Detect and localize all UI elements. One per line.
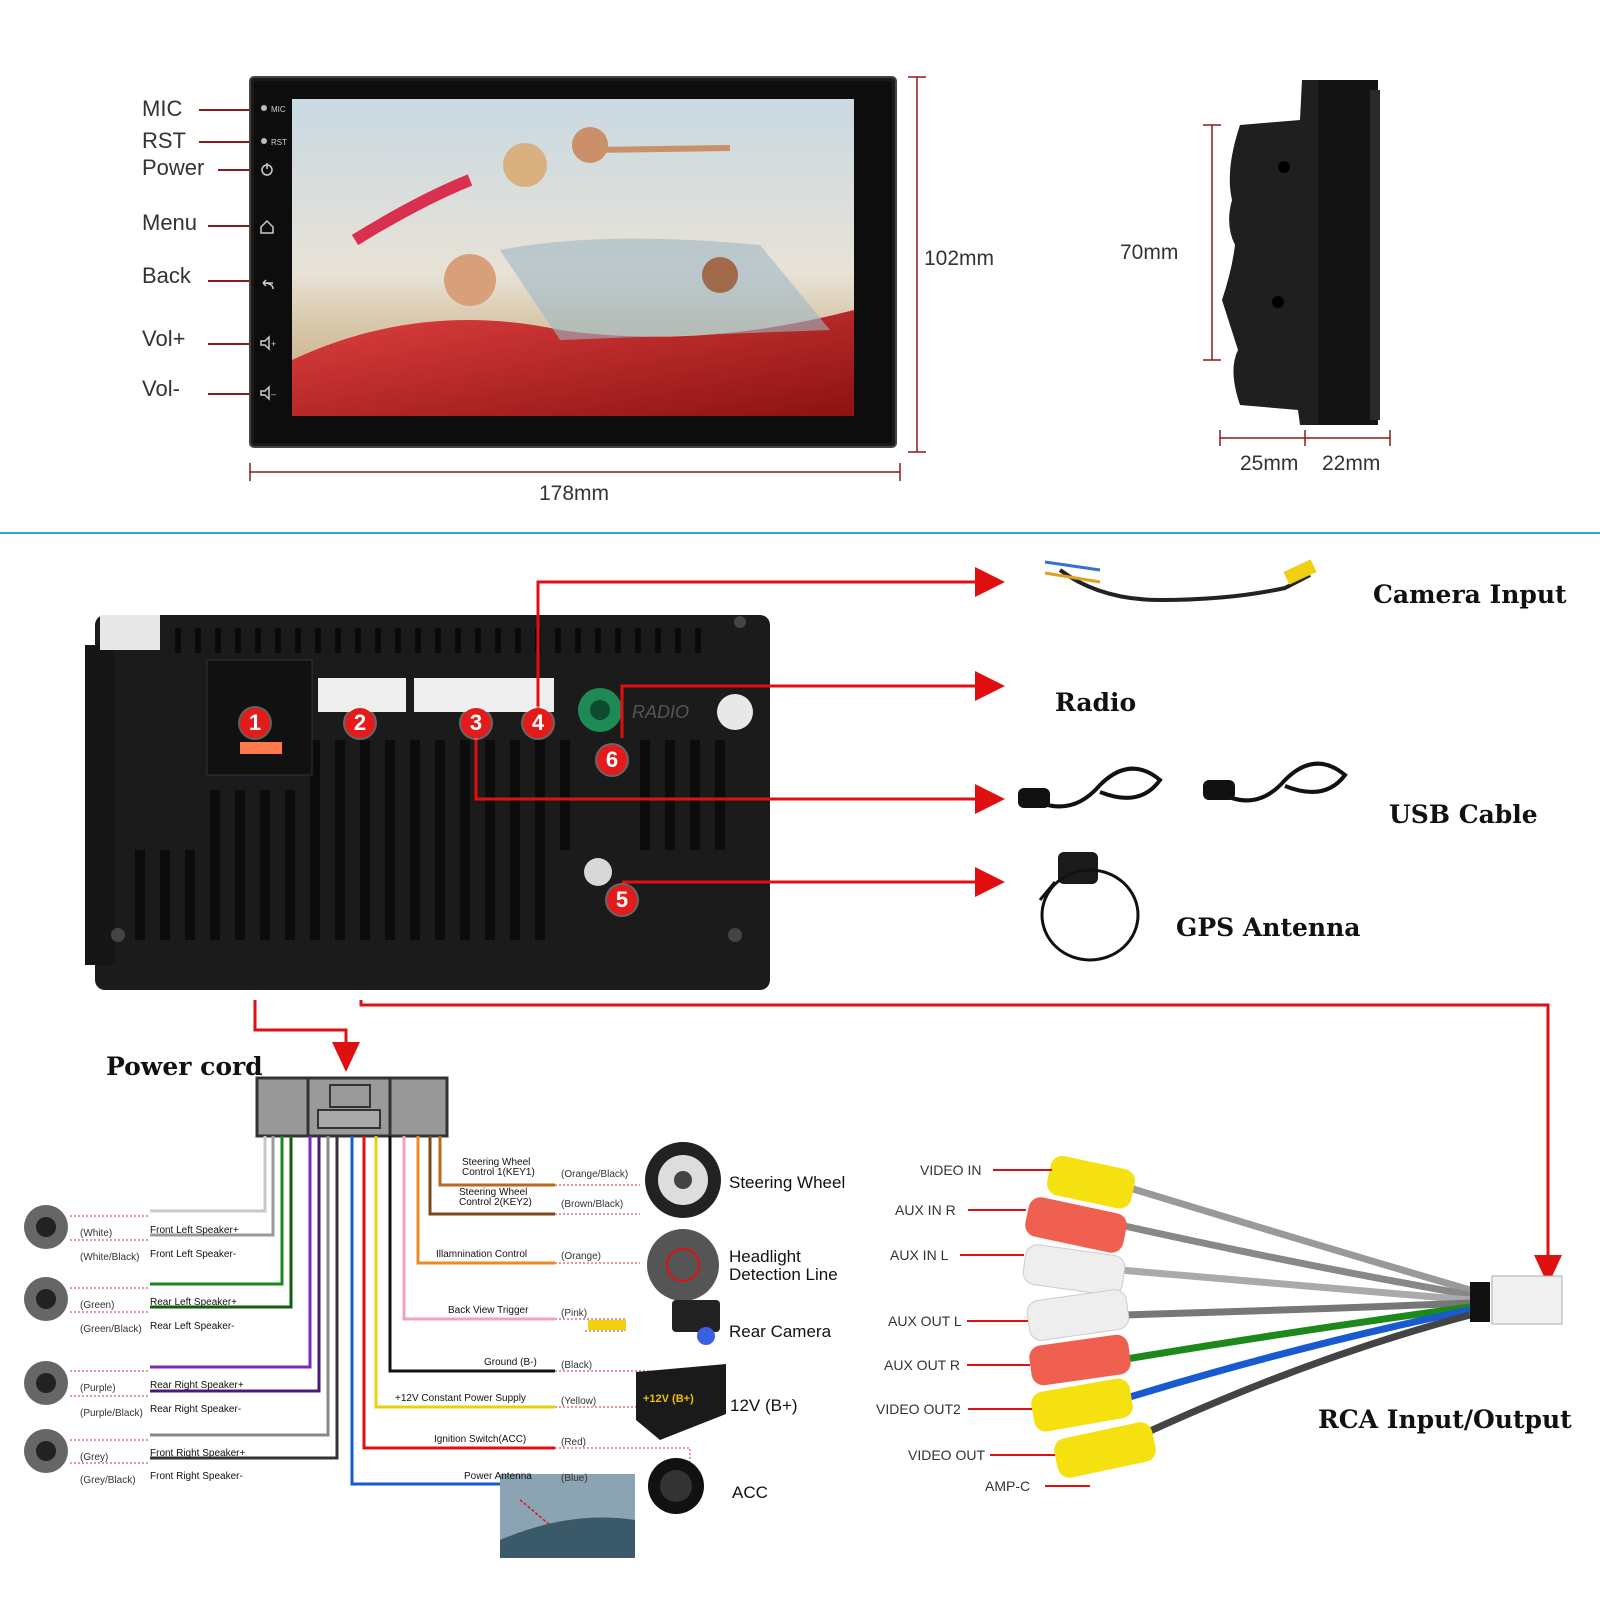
control-label: Illamnination Control xyxy=(436,1249,528,1260)
width-dimension: 178mm xyxy=(539,482,610,505)
headlight-label: Headlight Detection Line xyxy=(729,1248,838,1284)
rca-title: RCA Input/Output xyxy=(1318,1405,1572,1434)
acc-label: ACC xyxy=(732,1483,768,1502)
control-color: (Pink) xyxy=(561,1308,588,1319)
radio-label: Radio xyxy=(1055,688,1137,717)
side-height-dimension: 70mm xyxy=(1120,241,1179,264)
vol-up-label: Vol+ xyxy=(142,326,186,351)
speaker-color: (Green) xyxy=(80,1300,115,1311)
control-label: Back View Trigger xyxy=(448,1305,529,1316)
speaker-color: (Purple) xyxy=(80,1383,116,1394)
rca-label: AUX IN L xyxy=(890,1247,949,1263)
rear-camera-label: Rear Camera xyxy=(729,1322,832,1341)
section-divider xyxy=(0,532,1600,534)
port-5-badge: 5 xyxy=(607,885,637,915)
speaker-label: Rear Left Speaker- xyxy=(150,1321,235,1332)
rca-label: VIDEO IN xyxy=(920,1162,982,1178)
speaker-color: (Purple/Black) xyxy=(80,1408,143,1419)
mic-label: MIC xyxy=(142,96,183,121)
headlight-label-line2: Detection Line xyxy=(729,1265,838,1284)
radio-port-text: RADIO xyxy=(632,702,689,722)
rca-label: AMP-C xyxy=(985,1478,1031,1494)
control-color: (Black) xyxy=(561,1360,593,1371)
svg-text:–: – xyxy=(271,389,276,399)
speaker-label: Rear Right Speaker+ xyxy=(150,1380,244,1391)
rst-mini-label: RST xyxy=(271,138,287,147)
battery-tag: +12V (B+) xyxy=(643,1393,694,1405)
control-color: (Red) xyxy=(561,1437,587,1448)
wiring-diagram: +12V (B+) xyxy=(24,1000,1563,1558)
speaker-label: Rear Left Speaker+ xyxy=(150,1297,237,1308)
port-6-badge: 6 xyxy=(597,745,627,775)
menu-label: Menu xyxy=(142,210,198,235)
control-color: (Orange/Black) xyxy=(561,1169,629,1180)
control-label-key2: Steering Wheel Control 2(KEY2) xyxy=(459,1188,532,1208)
port-3-badge: 3 xyxy=(461,708,491,738)
side-depth-2: 22mm xyxy=(1322,452,1381,475)
control-label: Ignition Switch(ACC) xyxy=(434,1434,527,1445)
control-label: Power Antenna xyxy=(464,1471,532,1482)
camera-input-label: Camera Input xyxy=(1373,580,1567,609)
control-label: +12V Constant Power Supply xyxy=(395,1393,526,1404)
rst-label: RST xyxy=(142,128,186,153)
control-color: (Orange) xyxy=(561,1251,602,1262)
speaker-color: (Grey) xyxy=(80,1452,109,1463)
speaker-color: (Green/Black) xyxy=(80,1324,142,1335)
rear-panel-graphic: RADIO xyxy=(85,559,1348,990)
back-label: Back xyxy=(142,263,191,288)
steering-wheel-label: Steering Wheel xyxy=(729,1173,846,1192)
speaker-label: Front Left Speaker- xyxy=(150,1249,237,1260)
height-dimension: 102mm xyxy=(924,247,995,270)
front-panel-graphic: MIC RST + – xyxy=(199,76,1391,481)
gps-antenna-label: GPS Antenna xyxy=(1176,913,1361,942)
rca-label: VIDEO OUT xyxy=(908,1447,986,1463)
port-2-badge: 2 xyxy=(345,708,375,738)
port-4-badge: 4 xyxy=(523,708,553,738)
speaker-label: Front Left Speaker+ xyxy=(150,1225,239,1236)
battery-label: 12V (B+) xyxy=(730,1396,798,1415)
side-depth-1: 25mm xyxy=(1240,452,1299,475)
speaker-label: Front Right Speaker+ xyxy=(150,1448,246,1459)
rca-label: AUX IN R xyxy=(895,1202,956,1218)
headlight-label-line1: Headlight xyxy=(729,1247,801,1266)
control-color: (Brown/Black) xyxy=(561,1199,624,1210)
control-color: (Blue) xyxy=(561,1473,588,1484)
speaker-label: Rear Right Speaker- xyxy=(150,1404,242,1415)
control-label-line: Steering Wheel xyxy=(459,1187,528,1198)
power-cord-title: Power cord xyxy=(106,1052,263,1081)
port-1-badge: 1 xyxy=(240,708,270,738)
control-label-line: Control 1(KEY1) xyxy=(462,1167,535,1178)
rca-label: AUX OUT L xyxy=(888,1313,962,1329)
svg-text:+: + xyxy=(271,339,276,349)
rca-label: AUX OUT R xyxy=(884,1357,960,1373)
control-label-line: Control 2(KEY2) xyxy=(459,1197,532,1208)
usb-cable-label: USB Cable xyxy=(1389,800,1538,829)
rca-label: VIDEO OUT2 xyxy=(876,1401,961,1417)
speaker-label: Front Right Speaker- xyxy=(150,1471,243,1482)
control-label: Ground (B-) xyxy=(484,1357,537,1368)
control-label-line: Steering Wheel xyxy=(462,1157,531,1168)
mic-mini-label: MIC xyxy=(271,105,286,114)
vol-down-label: Vol- xyxy=(142,376,180,401)
speaker-color: (White) xyxy=(80,1228,113,1239)
power-label: Power xyxy=(142,155,205,180)
control-color: (Yellow) xyxy=(561,1396,597,1407)
speaker-color: (Grey/Black) xyxy=(80,1475,136,1486)
control-label-key1: Steering Wheel Control 1(KEY1) xyxy=(462,1158,535,1178)
speaker-color: (White/Black) xyxy=(80,1252,140,1263)
